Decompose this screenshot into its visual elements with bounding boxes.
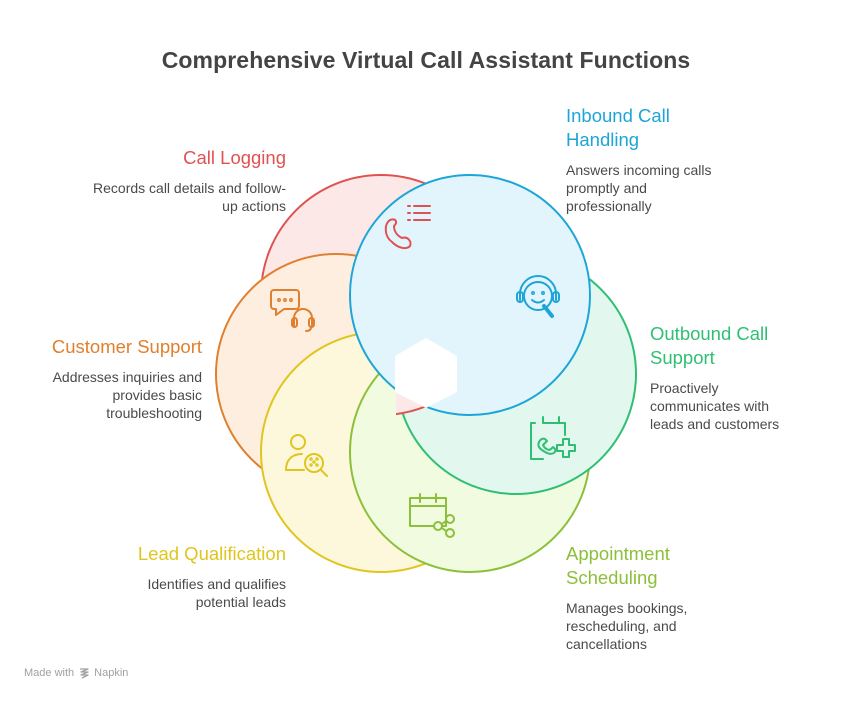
footer-brand[interactable]: Napkin [94, 667, 129, 679]
chat-headset-icon [270, 289, 315, 332]
segment-description: Proactively communicates with leads and … [650, 380, 780, 432]
calendar-phone-add-icon [530, 416, 576, 460]
segment-description: Manages bookings, rescheduling, and canc… [566, 600, 688, 652]
segment-inbound-call-handling: Inbound Call Handling Answers incoming c… [566, 104, 736, 215]
segment-customer-support: Customer Support Addresses inquiries and… [2, 335, 202, 422]
napkin-logo-icon [80, 668, 89, 679]
segment-outbound-call-support: Outbound Call Support Proactively commun… [650, 322, 800, 433]
segment-appointment-scheduling: Appointment Scheduling Manages bookings,… [566, 542, 716, 653]
footer-text: Made with [24, 667, 75, 679]
segment-description: Answers incoming calls promptly and prof… [566, 162, 712, 214]
segment-label: Lead Qualification [137, 543, 286, 564]
segment-label: Appointment Scheduling [566, 543, 670, 588]
footer: Made with Napkin [24, 667, 128, 679]
phone-list-icon [384, 205, 431, 250]
segment-description: Addresses inquiries and provides basic t… [52, 369, 202, 421]
user-search-icon [285, 434, 328, 477]
segment-label: Call Logging [183, 147, 286, 168]
segment-description: Identifies and qualifies potential leads [147, 576, 286, 610]
center-hole [395, 338, 457, 408]
calendar-share-icon [409, 493, 455, 538]
headset-agent-icon [516, 275, 560, 318]
segment-label: Customer Support [51, 336, 202, 357]
segment-lead-qualification: Lead Qualification Identifies and qualif… [86, 542, 286, 611]
segment-label: Inbound Call Handling [566, 105, 670, 150]
segment-description: Records call details and follow-up actio… [93, 180, 286, 214]
segment-label: Outbound Call Support [650, 323, 769, 368]
segment-call-logging: Call Logging Records call details and fo… [86, 146, 286, 215]
diagram-title: Comprehensive Virtual Call Assistant Fun… [161, 47, 691, 73]
